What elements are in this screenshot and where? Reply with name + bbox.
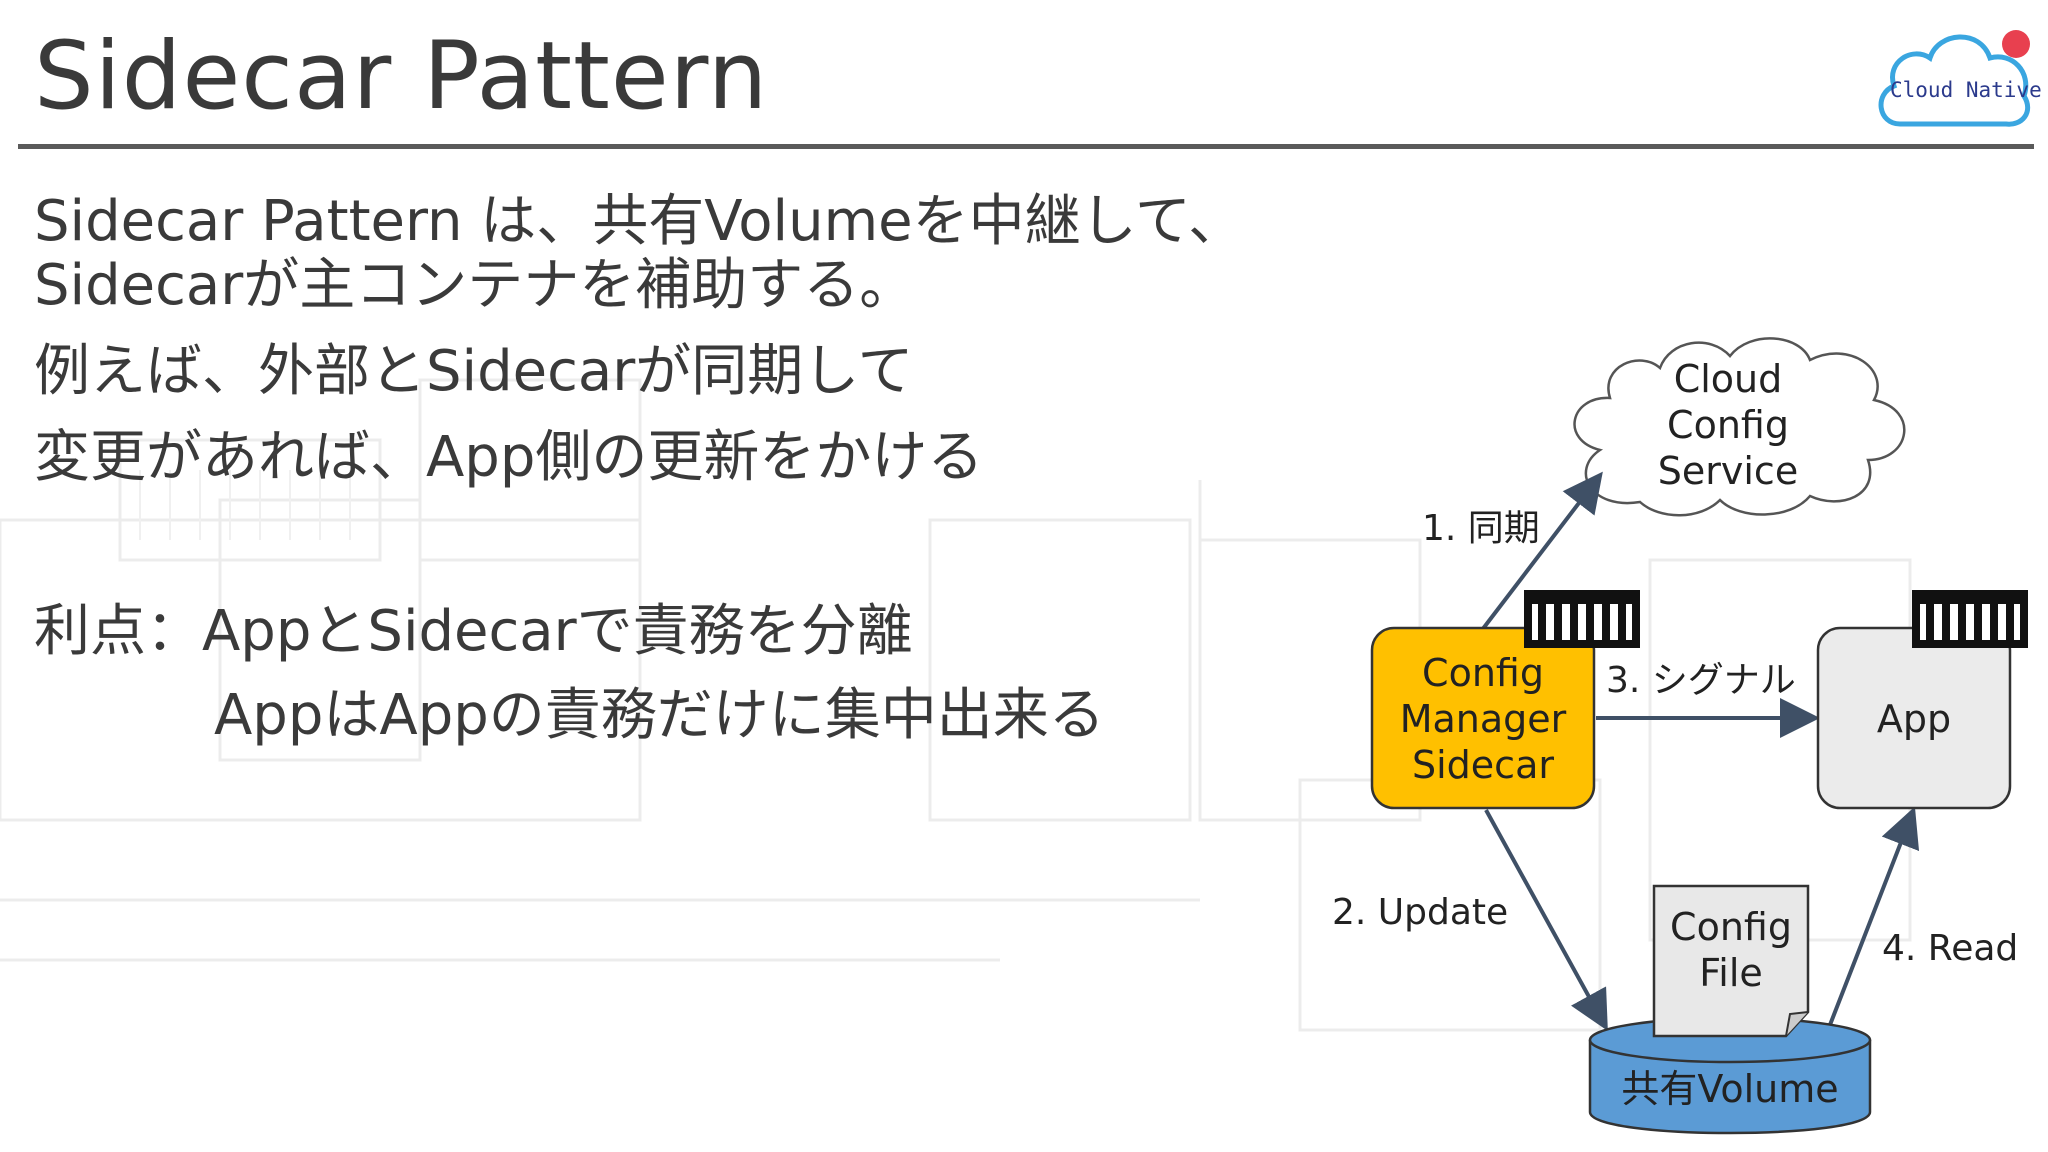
body-line-3: 例えば、外部とSidecarが同期して	[34, 339, 914, 404]
container-icon	[1524, 590, 1640, 648]
config-manager-sidecar-node: Config Manager Sidecar	[1370, 626, 1596, 810]
signal-label: 3. シグナル	[1606, 660, 1796, 701]
cloud-label-1: Cloud	[1674, 357, 1783, 401]
cloud-config-service-node: Cloud Config Service	[1573, 337, 1906, 517]
update-label: 2. Update	[1332, 892, 1508, 933]
read-arrow	[1826, 806, 1920, 1031]
benefit-line-2: AppはAppの責務だけに集中出来る	[214, 683, 1105, 748]
sync-arrow	[1480, 471, 1603, 632]
config-file-node: Config File	[1652, 884, 1810, 1038]
config-file-label-2: File	[1699, 951, 1763, 995]
sync-label: 1. 同期	[1422, 508, 1540, 549]
sidecar-label-2: Manager	[1400, 697, 1567, 741]
benefit-line-1: 利点：AppとSidecarで責務を分離	[34, 599, 913, 664]
read-label: 4. Read	[1882, 928, 2018, 969]
config-file-label-1: Config	[1670, 905, 1792, 949]
container-icon	[1912, 590, 2028, 648]
body-line-4: 変更があれば、App側の更新をかける	[34, 425, 984, 490]
cloud-label-2: Config	[1667, 403, 1789, 447]
sidecar-label-1: Config	[1422, 651, 1544, 695]
app-label: App	[1877, 697, 1951, 741]
cloud-label-3: Service	[1658, 449, 1798, 493]
title-divider	[18, 144, 2034, 149]
slide-title: Sidecar Pattern	[34, 22, 769, 131]
volume-label: 共有Volume	[1621, 1067, 1838, 1111]
body-line-2: Sidecarが主コンテナを補助する。	[34, 253, 916, 318]
cloud-native-jp-logo-icon	[1878, 30, 2031, 127]
update-arrow	[1484, 809, 1608, 1032]
app-node: App	[1816, 626, 2012, 810]
logo-text: Cloud Native JP	[1890, 78, 2048, 102]
body-line-1: Sidecar Pattern は、共有Volumeを中継して、	[34, 189, 1245, 254]
sidecar-label-3: Sidecar	[1412, 743, 1554, 787]
